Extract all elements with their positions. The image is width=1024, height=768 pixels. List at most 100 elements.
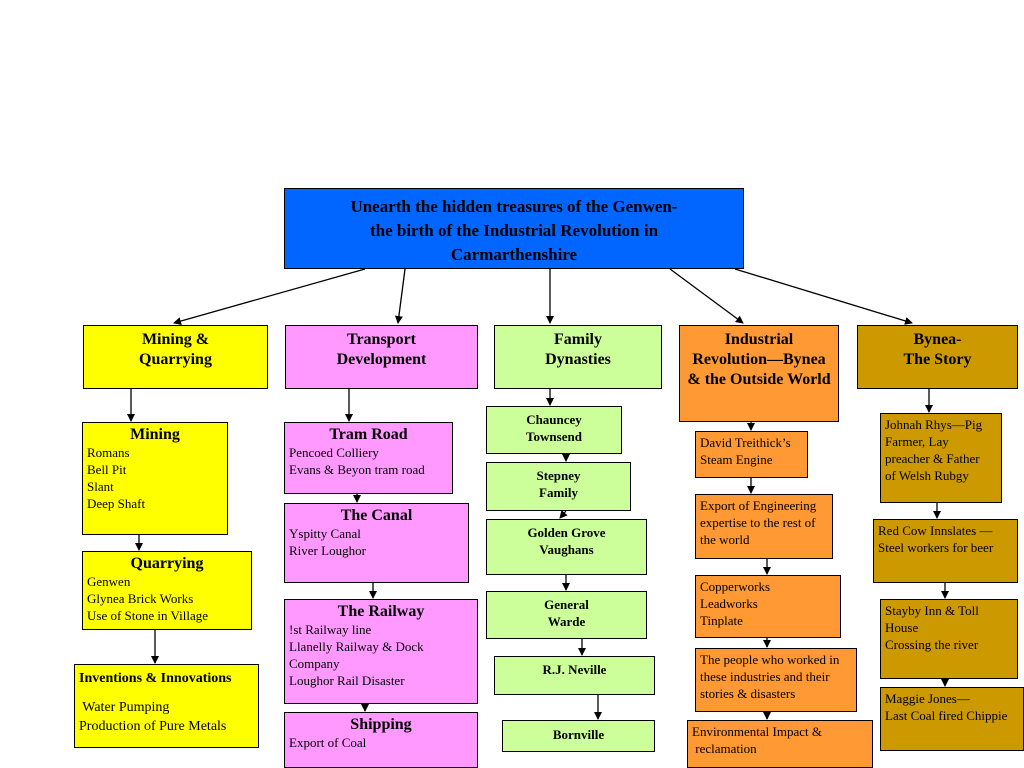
node-item: R.J. Neville — [542, 662, 607, 677]
node-item: Red Cow Innslates — — [878, 523, 993, 538]
arrow-title-transport — [394, 268, 406, 324]
category-family-dynasties: Family Dynasties — [494, 325, 662, 389]
node-heading: Tram Road — [329, 426, 408, 443]
category-mining-quarrying: Mining & Quarrying — [83, 325, 268, 389]
node-item: Glynea Brick Works — [87, 591, 194, 606]
category-label: Dynasties — [545, 351, 611, 368]
node-item: stories & disasters — [700, 686, 796, 701]
node-johnah-rhys: Johnah Rhys—Pig Farmer, Lay preacher & F… — [880, 413, 1002, 503]
node-tram-road: Tram Road Pencoed Colliery Evans & Beyon… — [284, 422, 453, 494]
arrow-title-mining — [173, 268, 366, 325]
node-canal: The Canal Yspitty Canal River Loughor — [284, 503, 469, 583]
node-heading: Quarrying — [130, 555, 204, 572]
node-item: Use of Stone in Village — [87, 608, 209, 623]
node-item: Evans & Beyon tram road — [289, 462, 425, 477]
node-copperworks: Copperworks Leadworks Tinplate — [695, 575, 841, 638]
node-item: Environmental Impact & — [692, 724, 822, 739]
node-heading: Inventions & Innovations — [79, 671, 232, 686]
node-heading: The Canal — [340, 507, 413, 524]
node-railway: The Railway !st Railway line Llanelly Ra… — [284, 599, 478, 704]
node-item: Yspitty Canal — [289, 526, 361, 541]
node-item: Steel workers for beer — [878, 540, 994, 555]
node-bornville: Bornville — [502, 720, 655, 752]
node-item: Slant — [87, 479, 114, 494]
node-item: Stayby Inn & Toll — [885, 603, 979, 618]
node-item: Vaughans — [539, 542, 594, 557]
node-export-engineering: Export of Engineering expertise to the r… — [695, 494, 833, 559]
node-item: Chauncey — [526, 412, 582, 427]
node-item: Johnah Rhys—Pig — [885, 417, 983, 432]
node-heading: Shipping — [350, 716, 412, 733]
node-item: these industries and their — [700, 669, 830, 684]
node-item: Water Pumping — [79, 700, 170, 715]
node-item: Warde — [547, 614, 586, 629]
node-item: Llanelly Railway & Dock — [289, 639, 424, 654]
node-item: House — [885, 620, 919, 635]
category-label: Quarrying — [139, 351, 212, 368]
node-red-cow: Red Cow Innslates — Steel workers for be… — [873, 519, 1018, 583]
node-item: preacher & Father — [885, 451, 980, 466]
node-item: Stepney — [536, 468, 581, 483]
node-heading: The Railway — [337, 603, 425, 620]
node-item: General — [544, 597, 589, 612]
category-bynea-story: Bynea- The Story — [857, 325, 1018, 389]
node-general-warde: General Warde — [486, 591, 647, 639]
node-item: Loughor Rail Disaster — [289, 673, 405, 688]
node-item: Last Coal fired Chippie — [885, 708, 1008, 723]
node-item: Bornville — [552, 727, 605, 742]
category-label: Revolution—Bynea — [692, 351, 826, 368]
category-label: & the Outside World — [687, 371, 831, 388]
node-item: Production of Pure Metals — [79, 719, 227, 734]
node-item: Pencoed Colliery — [289, 445, 379, 460]
category-transport: Transport Development — [285, 325, 478, 389]
category-label: The Story — [903, 351, 972, 368]
category-label: Bynea- — [913, 331, 962, 348]
node-maggie-jones: Maggie Jones— Last Coal fired Chippie — [880, 687, 1024, 751]
node-item: Export of Coal — [289, 735, 367, 750]
node-item: of Welsh Rubgy — [885, 468, 969, 483]
node-item: expertise to the rest of — [700, 515, 816, 530]
node-shipping: Shipping Export of Coal — [284, 712, 478, 768]
node-quarrying: Quarrying Genwen Glynea Brick Works Use … — [82, 551, 252, 630]
title-line-3: Carmarthenshire — [450, 245, 578, 264]
category-label: Development — [336, 351, 427, 368]
diagram-title: Unearth the hidden treasures of the Genw… — [284, 188, 744, 269]
node-rj-neville: R.J. Neville — [494, 656, 655, 695]
node-item: Romans — [87, 445, 130, 460]
category-label: Mining & — [141, 331, 210, 348]
node-heading: Mining — [130, 426, 180, 443]
arrow-title-bynea — [734, 268, 913, 325]
node-item: Crossing the river — [885, 637, 979, 652]
category-label: Industrial — [724, 331, 794, 348]
node-item: !st Railway line — [289, 622, 372, 637]
node-item: Tinplate — [700, 613, 743, 628]
node-item: Townsend — [526, 429, 582, 444]
node-people-stories: The people who worked in these industrie… — [695, 648, 857, 712]
node-inventions: Inventions & Innovations Water Pumping P… — [74, 664, 259, 748]
node-item: Genwen — [87, 574, 131, 589]
node-item: Maggie Jones— — [885, 691, 970, 706]
node-item: Copperworks — [700, 579, 771, 594]
node-item: Deep Shaft — [87, 496, 146, 511]
node-item: Steam Engine — [700, 452, 773, 467]
category-industrial-revolution: Industrial Revolution—Bynea & the Outsid… — [679, 325, 839, 422]
node-stayby-inn: Stayby Inn & Toll House Crossing the riv… — [880, 599, 1018, 679]
node-item: Bell Pit — [87, 462, 127, 477]
node-item: the world — [700, 532, 750, 547]
node-stepney-family: Stepney Family — [486, 462, 631, 511]
node-environmental-impact: Environmental Impact & reclamation — [687, 720, 873, 768]
node-item: Company — [289, 656, 340, 671]
node-item: Farmer, Lay — [885, 434, 949, 449]
node-david-treithick: David Treithick’s Steam Engine — [695, 431, 808, 478]
arrow-title-industrial — [669, 268, 744, 324]
node-item: Golden Grove — [527, 525, 606, 540]
node-golden-grove: Golden Grove Vaughans — [486, 519, 647, 575]
node-chauncey-townsend: Chauncey Townsend — [486, 406, 622, 454]
title-line-1: Unearth the hidden treasures of the Genw… — [350, 197, 678, 216]
node-mining: Mining Romans Bell Pit Slant Deep Shaft — [82, 422, 228, 535]
arrow-family-3 — [559, 510, 568, 519]
title-line-2: the birth of the Industrial Revolution i… — [369, 221, 659, 240]
category-label: Transport — [346, 331, 417, 348]
node-item: The people who worked in — [700, 652, 840, 667]
